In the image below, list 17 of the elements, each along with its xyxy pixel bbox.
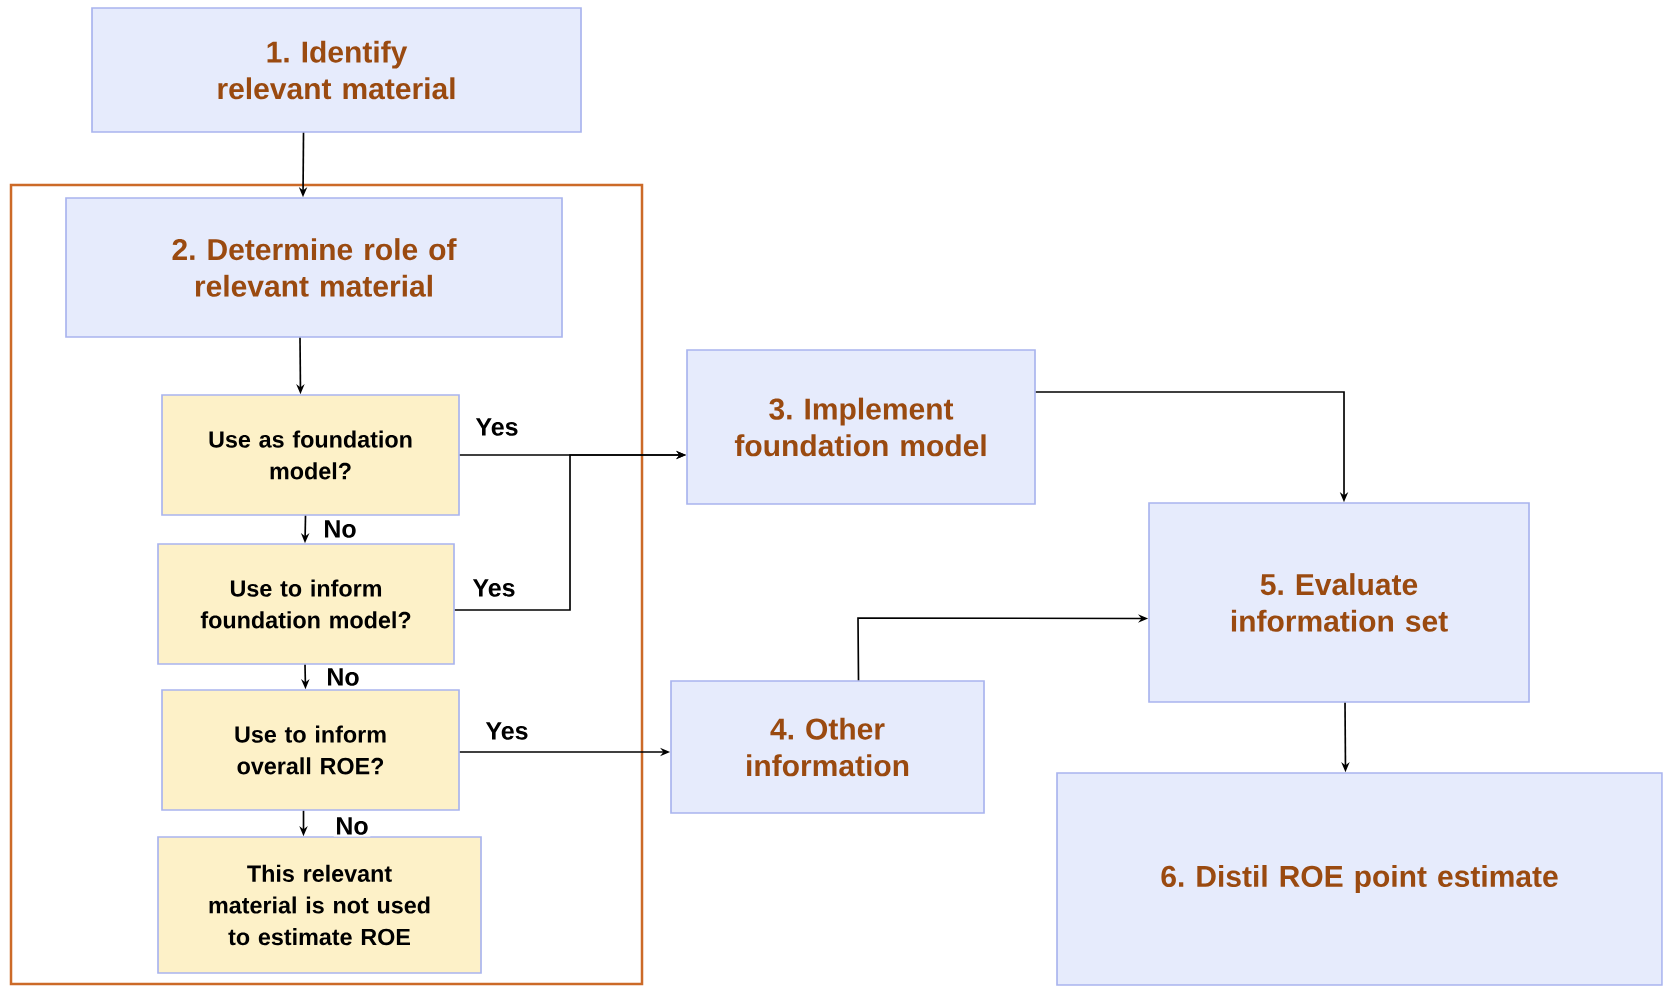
process-box: 1. Identify relevant material — [91, 7, 582, 133]
group-frame — [9, 183, 644, 986]
process-box: 6. Distil ROE point estimate — [1056, 772, 1663, 986]
decision-box: Use to inform foundation model? — [157, 543, 455, 665]
process-box: 2. Determine role of relevant material — [65, 197, 563, 338]
decision-box: Use as foundation model? — [161, 394, 460, 516]
process-box: 5. Evaluate information set — [1148, 502, 1530, 703]
process-box: 3. Implement foundation model — [686, 349, 1036, 505]
decision-box: This relevant material is not used to estimate ROE — [157, 836, 482, 974]
process-box: 4. Other information — [670, 680, 985, 814]
edge-label: No — [333, 815, 371, 837]
decision-box: Use to inform overall ROE? — [161, 689, 460, 811]
edge-label: Yes — [483, 720, 531, 742]
edge-label: Yes — [470, 577, 518, 599]
edge-label: No — [321, 518, 359, 540]
edge-label: No — [324, 666, 362, 688]
edge-label: Yes — [473, 416, 521, 438]
